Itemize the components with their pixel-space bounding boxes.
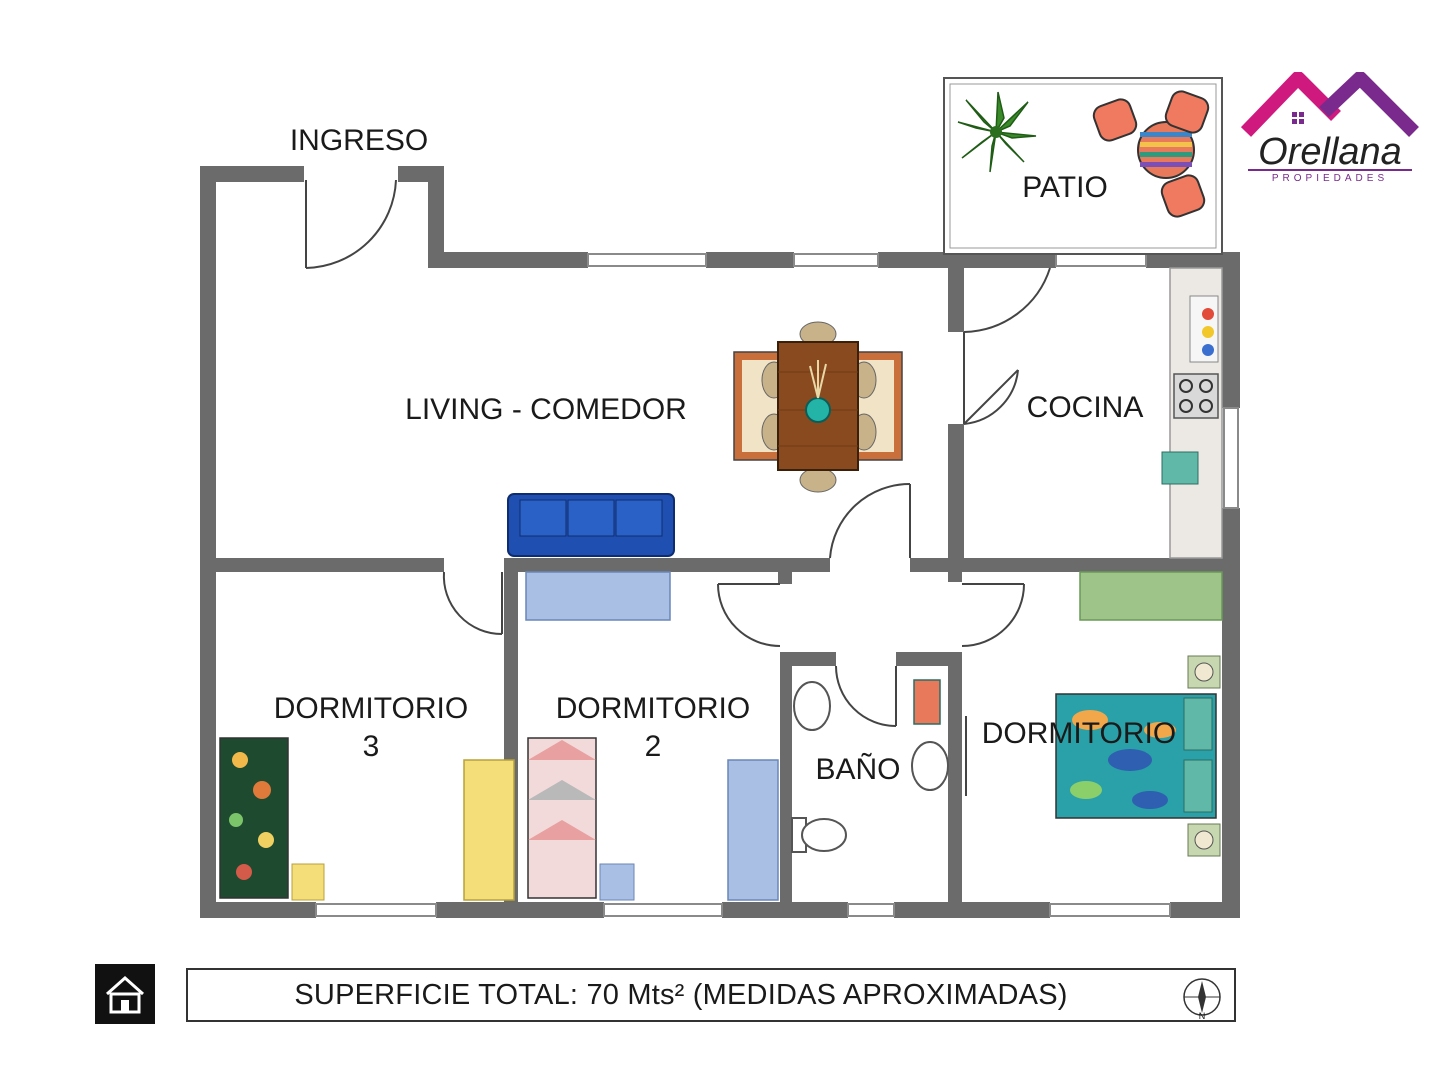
dining-set [733, 321, 903, 493]
stove-icon [1173, 373, 1219, 419]
logo-tagline: PROPIEDADES [1272, 173, 1388, 184]
door-icon [305, 179, 1051, 796]
label-living: LIVING - COMEDOR [405, 393, 687, 426]
compass-icon: N [1180, 975, 1224, 1021]
surface-footer: SUPERFICIE TOTAL: 70 Mts² (MEDIDAS APROX… [186, 968, 1236, 1022]
home-icon [95, 964, 155, 1024]
label-patio: PATIO [1022, 171, 1108, 204]
plant-icon [957, 91, 1037, 173]
sink-icon [793, 681, 949, 791]
logo-name: Orellana [1258, 131, 1402, 173]
label-bano: BAÑO [815, 752, 900, 786]
bed-icon [527, 737, 635, 901]
label-dorm3-line2: 3 [363, 730, 380, 763]
bed-icon [1055, 693, 1217, 819]
towel-icon [1161, 451, 1199, 485]
wardrobe-dorm2 [727, 759, 779, 901]
bed-icon [219, 737, 325, 901]
chair-icon [1092, 90, 1210, 218]
patio-table [1137, 121, 1195, 179]
nightstand [1187, 655, 1221, 857]
desk-dorm2 [525, 571, 671, 621]
company-logo: Orellana PROPIEDADES [1240, 71, 1420, 187]
label-ingreso: INGRESO [290, 124, 428, 157]
label-dorm2-line1: DORMITORIO [556, 692, 750, 725]
sofa [507, 493, 675, 557]
toilet-icon [791, 817, 847, 853]
compass-letter: N [1199, 1011, 1206, 1019]
towel-icon [913, 679, 941, 725]
label-cocina: COCINA [1027, 391, 1144, 424]
desk-dorm1 [1079, 571, 1223, 621]
label-dorm2-line2: 2 [645, 730, 662, 763]
wardrobe-dorm3 [463, 759, 515, 901]
label-dorm3-line1: DORMITORIO [274, 692, 468, 725]
label-dorm1: DORMITORIO [982, 717, 1176, 750]
walls [200, 166, 1240, 918]
surface-text: SUPERFICIE TOTAL: 70 Mts² (MEDIDAS APROX… [294, 978, 1068, 1011]
windows [315, 253, 1239, 917]
